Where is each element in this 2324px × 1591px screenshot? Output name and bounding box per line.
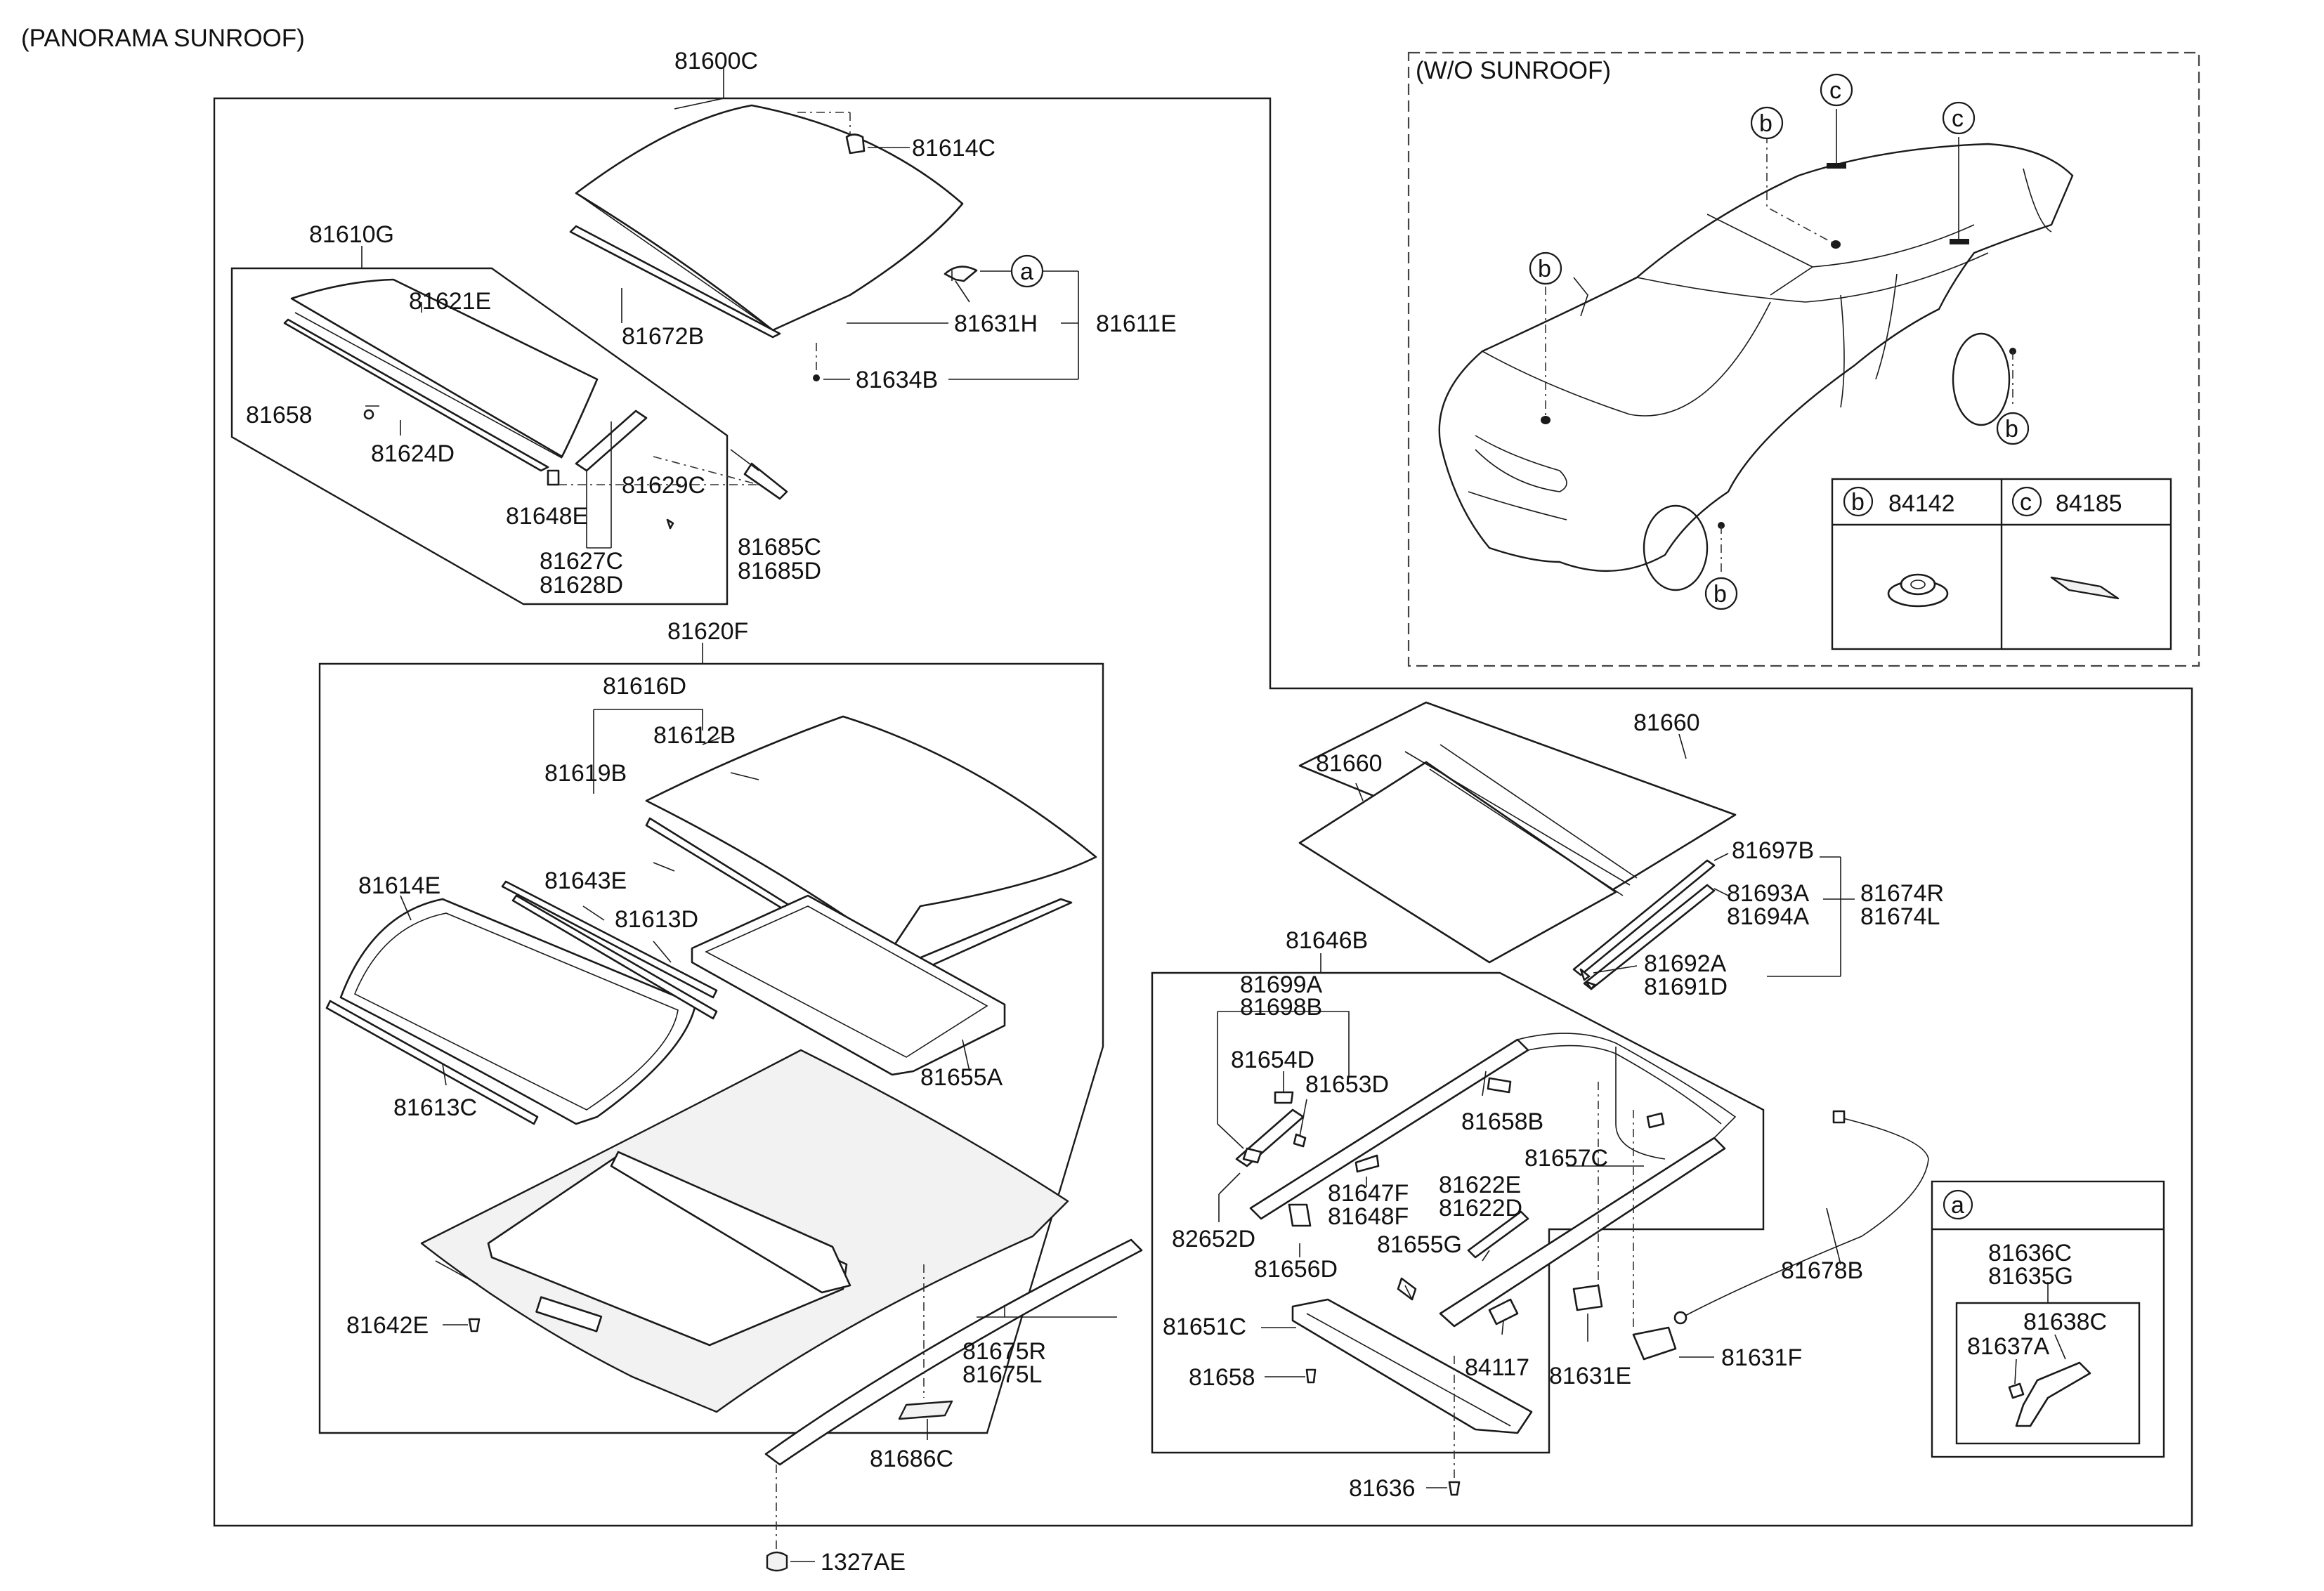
main-assembly-outline [213, 97, 2193, 1527]
diagram-title: (PANORAMA SUNROOF) [21, 25, 305, 52]
callout-81686C: 81686C [870, 1446, 953, 1472]
callout-81675R: 81675R [962, 1338, 1046, 1365]
callout-81694A: 81694A [1727, 903, 1810, 930]
svg-text:c: c [1952, 105, 1964, 132]
callout-81698B: 81698B [1240, 994, 1322, 1021]
callout-81628D: 81628D [540, 572, 623, 598]
callout-81629C: 81629C [622, 472, 705, 499]
callout-81614C: 81614C [912, 135, 995, 162]
callout-81613D: 81613D [615, 906, 698, 933]
callout-81660-b: 81660 [1316, 750, 1383, 777]
callout-81643E: 81643E [544, 867, 627, 894]
callout-81672B: 81672B [622, 323, 704, 350]
callout-circle-a: a [1010, 254, 1044, 288]
callout-81648E: 81648E [506, 503, 588, 530]
callout-81697B: 81697B [1732, 837, 1814, 864]
callout-81622E: 81622E [1439, 1172, 1521, 1198]
callout-81647F: 81647F [1328, 1180, 1409, 1207]
callout-81636C: 81636C [1988, 1240, 2072, 1266]
callout-81627C: 81627C [540, 548, 623, 575]
callout-81658B: 81658B [1461, 1108, 1543, 1135]
svg-text:b: b [2005, 416, 2018, 443]
callout-81674R: 81674R [1860, 880, 1944, 907]
callout-81691D: 81691D [1644, 974, 1728, 1000]
callout-81655G: 81655G [1377, 1231, 1462, 1258]
callout-81692A: 81692A [1644, 950, 1727, 977]
callout-81616D: 81616D [603, 673, 686, 700]
callout-81631H: 81631H [954, 310, 1038, 337]
inset-callout-c2: c [1942, 101, 1976, 135]
callout-81620F: 81620F [667, 618, 748, 645]
svg-text:c: c [2020, 489, 2032, 516]
callout-81685C: 81685C [738, 534, 821, 561]
inset-legend-table: b 84142 c 84185 [1831, 478, 2172, 650]
svg-text:a: a [1951, 1192, 1964, 1219]
callout-81693A: 81693A [1727, 880, 1810, 907]
inset-callout-c1: c [1820, 73, 1853, 107]
svg-text:a: a [1020, 258, 1033, 285]
callout-81648F: 81648F [1328, 1203, 1409, 1230]
callout-82652D: 82652D [1172, 1226, 1255, 1252]
callout-81635G: 81635G [1988, 1263, 2073, 1290]
callout-81610G: 81610G [309, 221, 394, 248]
callout-81685D: 81685D [738, 558, 821, 584]
callout-81611E: 81611E [1096, 310, 1177, 337]
glass-assembly-group [318, 643, 1143, 1572]
callout-1327AE: 1327AE [821, 1549, 906, 1576]
callout-81612B: 81612B [653, 722, 736, 749]
callout-81653D: 81653D [1305, 1071, 1389, 1098]
svg-text:b: b [1759, 110, 1773, 137]
callout-81631F: 81631F [1721, 1344, 1802, 1371]
inset-frame [1407, 51, 2200, 667]
callout-81660-a: 81660 [1633, 709, 1700, 736]
inset-callout-b2: b [1529, 251, 1562, 285]
callout-81654D: 81654D [1231, 1047, 1314, 1073]
callout-81655A: 81655A [920, 1064, 1003, 1091]
callout-81624D: 81624D [371, 440, 455, 467]
callout-81656D: 81656D [1254, 1256, 1338, 1283]
deflector-group [230, 246, 788, 605]
callout-81674L: 81674L [1860, 903, 1940, 930]
callout-81631E: 81631E [1549, 1363, 1631, 1389]
callout-84117: 84117 [1465, 1354, 1529, 1381]
svg-text:b: b [1713, 581, 1727, 608]
svg-text:b: b [1538, 256, 1551, 282]
callout-81642E: 81642E [346, 1312, 429, 1339]
callout-81658-b: 81658 [1189, 1364, 1255, 1391]
inset-callout-b4: b [1704, 577, 1738, 610]
callout-81646B: 81646B [1286, 927, 1368, 954]
callout-81634B: 81634B [856, 367, 938, 393]
callout-81637A: 81637A [1967, 1333, 2050, 1360]
car-illustration [1438, 109, 2074, 591]
callout-81678B: 81678B [1781, 1257, 1863, 1284]
callout-81657C: 81657C [1525, 1145, 1608, 1172]
detail-a-box: a [1931, 1180, 2165, 1458]
sunshade-group [1298, 701, 1855, 990]
callout-81651C: 81651C [1163, 1314, 1246, 1340]
callout-81614E: 81614E [358, 872, 440, 899]
callout-81638C: 81638C [2023, 1309, 2107, 1335]
roof-panel-group [569, 67, 1079, 381]
callout-81621E: 81621E [409, 288, 491, 315]
callout-81675L: 81675L [962, 1361, 1042, 1388]
inset-callout-b3: b [1996, 412, 2030, 445]
mechanism-group [1151, 953, 1929, 1496]
callout-81613C: 81613C [393, 1094, 477, 1121]
callout-81619B: 81619B [544, 760, 627, 787]
callout-81699A: 81699A [1240, 971, 1323, 998]
inset-callout-b1: b [1750, 106, 1784, 140]
inset-title: (W/O SUNROOF) [1416, 57, 1611, 84]
callout-81636: 81636 [1349, 1475, 1416, 1502]
svg-text:c: c [1829, 77, 1841, 104]
callout-81600C: 81600C [674, 48, 758, 74]
legend-code-c: 84185 [2056, 490, 2122, 517]
callout-81622D: 81622D [1439, 1195, 1522, 1222]
svg-text:b: b [1851, 489, 1865, 516]
legend-code-b: 84142 [1888, 490, 1955, 517]
callout-81658: 81658 [246, 402, 313, 428]
